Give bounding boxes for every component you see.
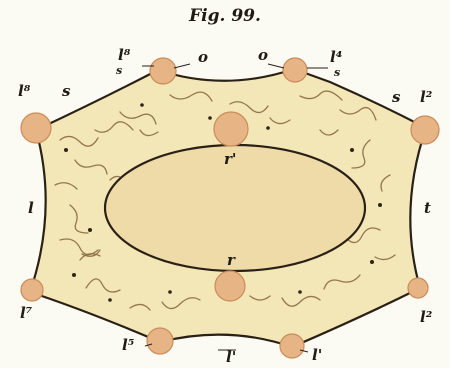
node-left bbox=[21, 113, 51, 143]
label-t-right: t bbox=[424, 199, 431, 217]
label-s-top-left: s bbox=[62, 82, 71, 100]
label-o-right: o bbox=[258, 46, 268, 64]
label-l2-right: l² bbox=[420, 308, 433, 326]
label-l2-top-right: l² bbox=[420, 88, 433, 106]
label-s-top-left-small: s bbox=[116, 64, 122, 77]
label-l8: l⁸ bbox=[18, 82, 31, 100]
node-bottom-right bbox=[280, 334, 304, 358]
label-o-left: o bbox=[198, 48, 208, 66]
label-l7: l⁷ bbox=[20, 304, 33, 322]
node-top-left bbox=[150, 58, 176, 84]
label-l-bottom: l' bbox=[226, 348, 236, 366]
label-s-top-right: s bbox=[392, 88, 401, 106]
label-s-top-right-small: s bbox=[334, 66, 340, 79]
node-right bbox=[411, 116, 439, 144]
label-l-left: l bbox=[28, 199, 34, 217]
node-bottom-right-corner bbox=[408, 278, 428, 298]
node-bottom-left-corner bbox=[21, 279, 43, 301]
node-bottom-left bbox=[147, 328, 173, 354]
label-l-top-right: l⁴ bbox=[330, 48, 342, 66]
label-l5: l⁵ bbox=[122, 336, 135, 354]
label-l1: l' bbox=[312, 346, 322, 364]
label-r-prime: r' bbox=[224, 150, 237, 168]
node-lower-center bbox=[215, 271, 245, 301]
label-r: r bbox=[227, 251, 236, 269]
node-top-right bbox=[283, 58, 307, 82]
node-upper-center bbox=[214, 112, 248, 146]
label-l-top-left: l⁸ bbox=[118, 46, 131, 64]
